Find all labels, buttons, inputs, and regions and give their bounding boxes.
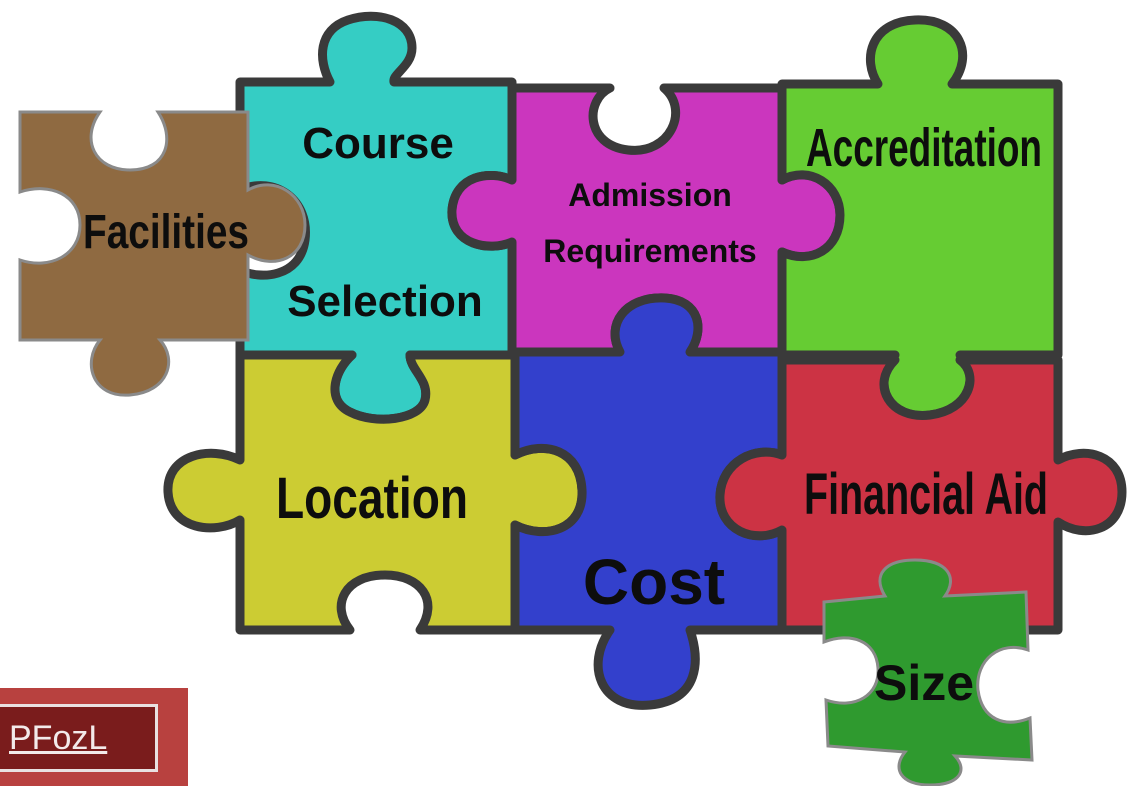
admission-label-line1: Admission bbox=[568, 177, 732, 213]
size-label: Size bbox=[874, 655, 974, 711]
size-piece-shape bbox=[822, 558, 1034, 786]
course-label-line1: Course bbox=[302, 119, 454, 168]
facilities-piece-shape bbox=[18, 110, 307, 397]
facilities-label: Facilities bbox=[83, 206, 249, 259]
piece-facilities bbox=[18, 110, 307, 397]
cost-piece-shape bbox=[510, 293, 787, 710]
piece-cost bbox=[510, 293, 787, 710]
accreditation-label: Accreditation bbox=[806, 118, 1042, 178]
piece-financial-aid bbox=[715, 355, 1127, 635]
financial-aid-piece-shape bbox=[715, 355, 1127, 635]
admission-label-line2: Requirements bbox=[543, 233, 756, 269]
financial-aid-label: Financial Aid bbox=[804, 462, 1048, 527]
link-frame: PFozL bbox=[0, 688, 188, 786]
piece-size bbox=[822, 558, 1034, 786]
link-inner-panel: PFozL bbox=[0, 704, 158, 772]
pfozl-link[interactable]: PFozL bbox=[9, 719, 108, 757]
course-label-line2: Selection bbox=[287, 277, 483, 326]
cost-label: Cost bbox=[583, 546, 725, 618]
location-label: Location bbox=[276, 466, 468, 531]
